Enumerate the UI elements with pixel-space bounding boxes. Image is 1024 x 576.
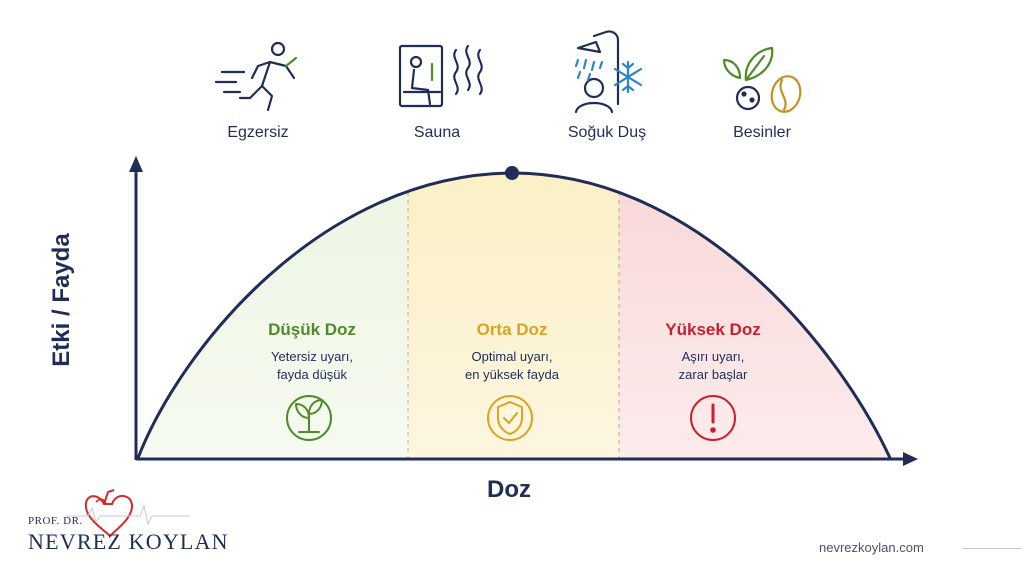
logo-name: NEVREZ KOYLAN — [28, 529, 229, 554]
activity-label-soguk-dus: Soğuk Duş — [567, 124, 647, 141]
nut-icon — [770, 75, 802, 113]
snowflake-icon — [613, 60, 643, 94]
peak-point — [505, 166, 519, 180]
zone-mid: Orta Doz Optimal uyarı, en yüksek fayda — [422, 320, 602, 384]
zone-low-desc: Yetersiz uyarı, fayda düşük — [222, 348, 402, 384]
low-zone-fill — [138, 173, 408, 458]
zone-low-desc-line1: Yetersiz uyarı, — [271, 349, 353, 364]
website-link[interactable]: nevrezkoylan.com — [819, 540, 924, 555]
running-person-icon — [214, 41, 296, 112]
website-divider — [962, 548, 1022, 549]
zone-high-desc-line1: Aşırı uyarı, — [681, 349, 745, 364]
leaf-icon — [722, 46, 774, 82]
x-axis-label: Doz — [487, 476, 531, 503]
ecg-line — [66, 504, 190, 526]
activity-label-sauna: Sauna — [413, 124, 461, 141]
activity-label-egzersiz: Egzersiz — [227, 124, 289, 141]
food-icon — [735, 85, 761, 111]
logo-prefix: PROF. DR. — [28, 515, 83, 527]
y-axis-arrow — [129, 156, 143, 172]
water-drops — [574, 58, 604, 82]
shield-check-icon — [487, 395, 533, 441]
zone-mid-desc-line1: Optimal uyarı, — [471, 349, 553, 364]
zone-mid-title: Orta Doz — [476, 320, 548, 339]
zone-mid-desc: Optimal uyarı, en yüksek fayda — [422, 348, 602, 384]
zone-high-desc: Aşırı uyarı, zarar başlar — [623, 348, 803, 384]
running-accent — [284, 56, 298, 68]
zone-mid-desc-line2: en yüksek fayda — [465, 367, 559, 382]
x-axis-arrow — [903, 452, 918, 466]
zone-high-title: Yüksek Doz — [665, 320, 761, 339]
sprout-icon — [286, 395, 332, 441]
mid-zone-fill — [408, 173, 619, 458]
zone-low-title: Düşük Doz — [268, 320, 356, 339]
zone-low-desc-line2: fayda düşük — [276, 367, 348, 382]
zone-high-desc-line2: zarar başlar — [678, 367, 748, 382]
zone-high: Yüksek Doz Aşırı uyarı, zarar başlar — [623, 320, 803, 384]
zone-low: Düşük Doz Yetersiz uyarı, fayda düşük — [222, 320, 402, 384]
logo-heart-icon — [66, 489, 190, 538]
cold-shower-icon — [574, 30, 620, 114]
sauna-icon — [398, 44, 483, 108]
high-zone-fill — [619, 173, 890, 458]
activity-label-besinler: Besinler — [733, 124, 791, 141]
y-axis-label: Etki / Fayda — [48, 233, 75, 367]
exclamation-icon — [690, 395, 736, 441]
